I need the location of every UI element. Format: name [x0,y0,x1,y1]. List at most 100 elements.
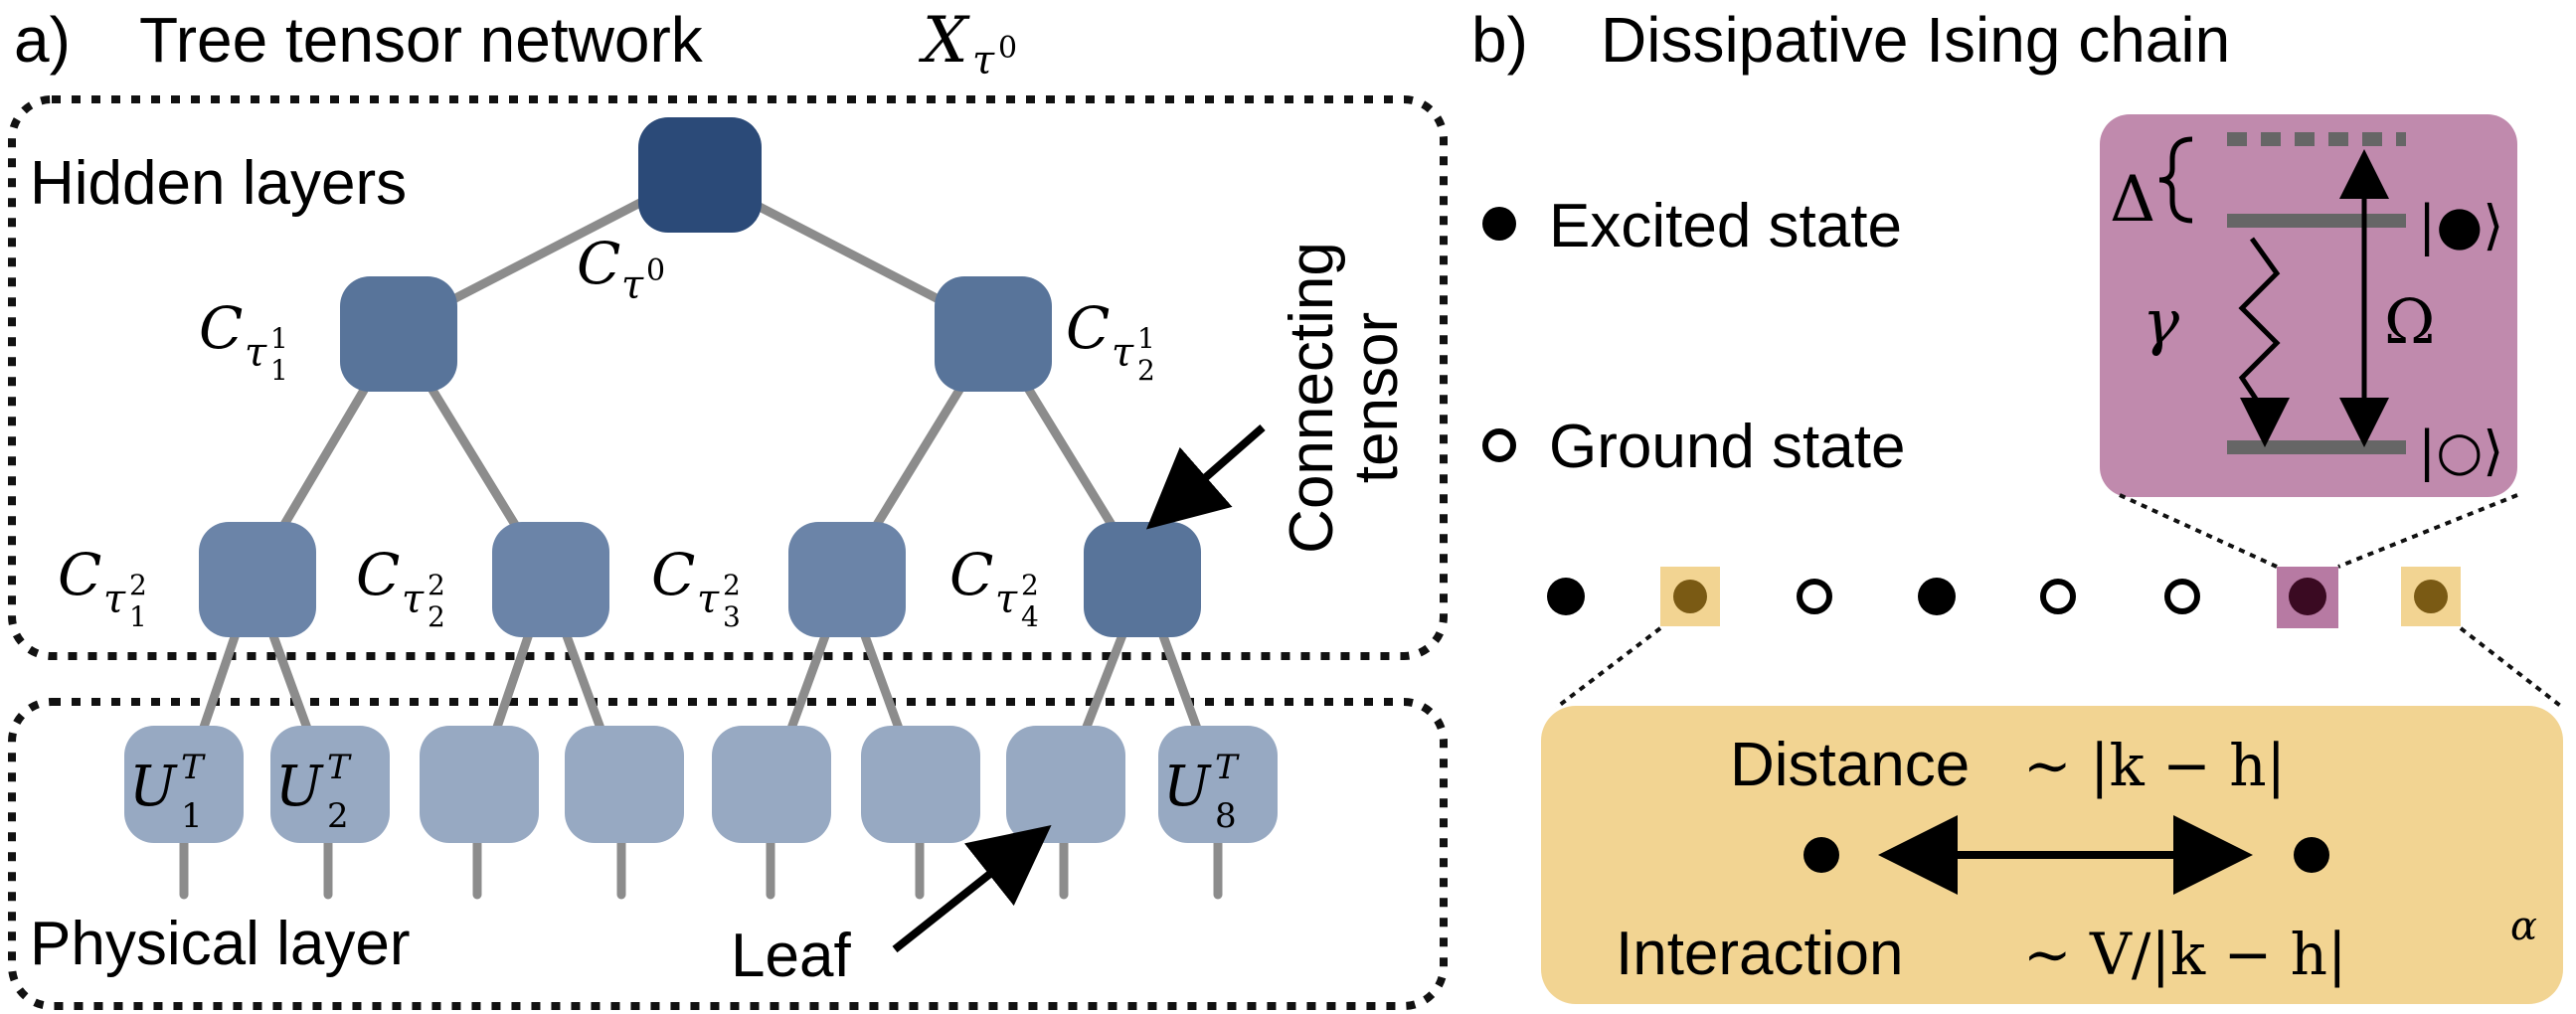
level2-tensor-4 [1084,522,1201,637]
svg-text:2: 2 [1021,569,1039,601]
leaf-tensor-6 [861,726,980,843]
excited-state-label: Excited state [1549,192,1902,260]
level1-label-1: C τ 1 1 [199,294,288,387]
svg-text:tensor: tensor [1342,312,1411,483]
delta-brace [2158,136,2193,224]
svg-text:1: 1 [1137,322,1155,355]
svg-text:T: T [327,748,352,787]
distance-label: Distance [1730,731,1970,799]
panel-b: b) Dissipative Ising chain Excited state… [1471,4,2565,1004]
svg-text:2: 2 [129,569,147,601]
interaction-zoom-left [1554,626,1662,710]
svg-text:2: 2 [428,600,445,633]
svg-text:3: 3 [723,600,741,633]
distance-formula: ∼ |k − h| [2023,732,2286,799]
interaction-site-k [1803,837,1839,873]
svg-text:1: 1 [270,354,288,387]
site-6-ground [2164,579,2200,614]
physical-layer-box [8,698,1448,1010]
level1-label-2: C τ 1 2 [1066,294,1155,387]
physical-layer-label: Physical layer [30,910,410,978]
svg-text:0: 0 [646,254,665,288]
svg-text:X: X [918,4,970,78]
level1-tensor-2 [935,276,1052,392]
ground-state-label: Ground state [1549,413,1905,481]
leaf-tensor-8 [1158,726,1278,843]
level2-label-2: C τ 2 2 [356,541,445,633]
svg-text:C: C [356,541,400,608]
ket-excited: |●⟩ [2418,194,2503,256]
level2-label-1: C τ 2 1 [58,541,147,633]
leaf-tensor-2 [270,726,390,843]
svg-text:Connecting: Connecting [1278,242,1346,554]
connecting-tensor-arrow [1145,423,1266,530]
site-2-excited [1673,580,1707,613]
svg-text:C: C [1066,294,1110,362]
interaction-zoom-right [2459,626,2565,710]
leaf-tensor-1 [124,726,244,843]
connecting-tensor-label: Connecting tensor [1278,242,1411,554]
svg-text:C: C [949,541,993,608]
svg-text:U: U [275,755,324,819]
ket-ground: |○⟩ [2418,420,2503,482]
ground-state-marker [1482,428,1516,462]
level2-tensor-2 [492,522,609,637]
svg-text:8: 8 [1215,796,1237,836]
leaf-tensor-7 [1006,726,1125,843]
ising-chain [1547,567,2461,628]
svg-text:2: 2 [1137,354,1155,387]
decay-arrow [2238,237,2290,447]
gamma-symbol: γ [2143,285,2180,358]
hidden-layers-label: Hidden layers [30,149,407,218]
svg-text:U: U [129,755,178,819]
level-scheme-inset [2100,114,2517,497]
site-8-excited [2414,580,2448,613]
svg-text:C: C [199,294,243,362]
svg-text:4: 4 [1021,600,1039,633]
site-4-excited [1918,578,1956,615]
svg-text:1: 1 [270,322,288,355]
panel-a-label: a) [14,4,71,76]
level2-tensor-3 [788,522,906,637]
svg-text:C: C [577,230,620,297]
panel-a-title-math: X τ 0 [918,4,1017,84]
omega-symbol: Ω [2384,285,2435,358]
root-tensor-label: C τ 0 [577,230,665,308]
leaf-arrow [892,825,1052,953]
svg-text:T: T [1215,748,1240,787]
site-5-ground [2040,579,2076,614]
svg-text:τ: τ [697,577,720,622]
leaf-tensor-5 [712,726,831,843]
leaf-label: Leaf [731,922,851,990]
svg-text:C: C [58,541,101,608]
site-7-excited [2289,578,2326,615]
svg-text:τ: τ [1112,330,1134,376]
svg-text:C: C [651,541,695,608]
svg-text:T: T [181,748,206,787]
delta-symbol: Δ [2110,163,2155,237]
level2-label-4: C τ 2 4 [949,541,1039,633]
svg-text:τ: τ [245,330,267,376]
svg-text:τ: τ [995,577,1018,622]
interaction-formula: ∼ V/|k − h| [2023,921,2347,988]
inset-zoom-left [2119,493,2278,569]
leaf-label-1: U T 1 [129,748,206,836]
svg-text:0: 0 [998,31,1017,66]
svg-text:U: U [1163,755,1212,819]
leaf-tensor-3 [420,726,539,843]
excited-state-marker [1482,207,1516,241]
level2-tensor-1 [199,522,316,637]
leaf-tensors [124,726,1278,843]
svg-text:τ: τ [103,577,126,622]
site-1-excited [1547,578,1585,615]
panel-a-title: Tree tensor network [139,4,704,76]
svg-text:τ: τ [972,38,995,84]
interaction-exponent: α [2510,904,2537,949]
level1-tensor-1 [340,276,457,392]
svg-text:2: 2 [327,796,349,836]
interaction-site-h [2294,837,2329,873]
site-3-ground [1797,579,1832,614]
panel-b-title: Dissipative Ising chain [1601,4,2230,76]
root-tensor [638,117,762,233]
